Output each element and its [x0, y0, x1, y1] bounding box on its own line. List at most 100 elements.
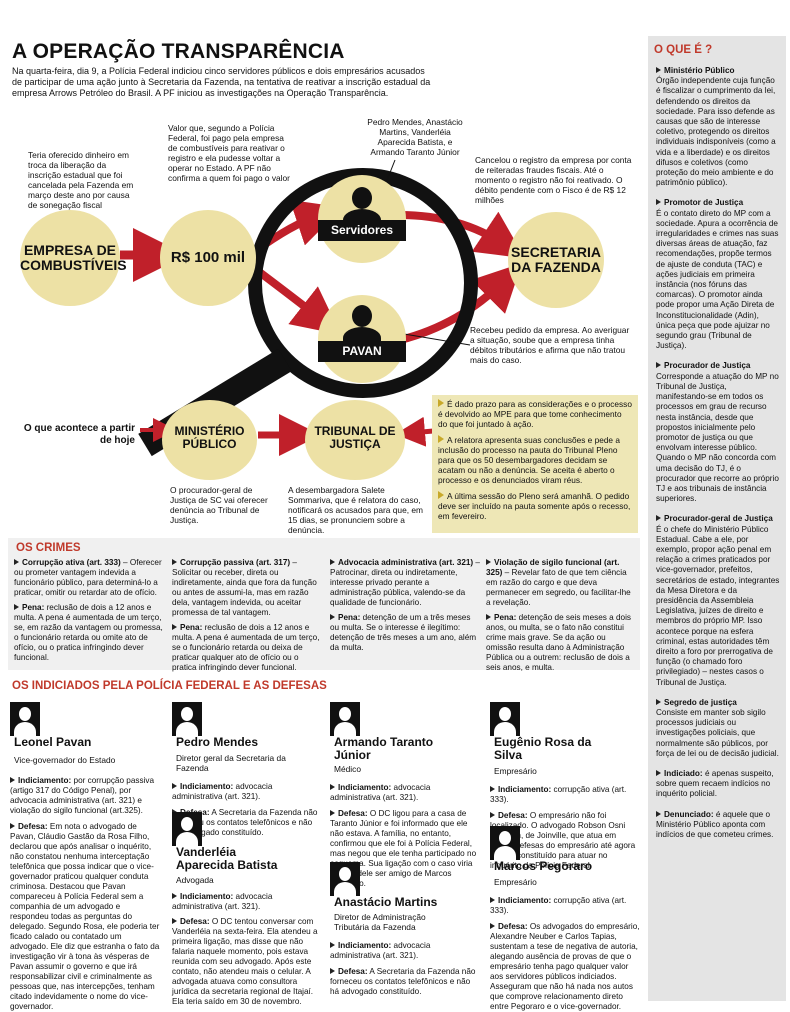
person-indictment: Indiciamento: por corrupção passiva (art…	[10, 776, 155, 815]
crime-column: Corrupção ativa (art. 333) – Oferecer ou…	[14, 558, 163, 662]
person-indictment: Indiciamento: advocacia administrativa (…	[330, 941, 431, 960]
bullet-icon	[172, 893, 177, 899]
person-role: Vice-governador do Estado	[14, 755, 116, 765]
mp-note: O procurador-geral de Justiça de SC vai …	[170, 485, 268, 525]
crime-column: Corrupção passiva (art. 317) – Solicitar…	[172, 558, 320, 672]
process-steps-box: É dado prazo para as considerações e o p…	[432, 395, 638, 533]
empresa-note: Teria oferecido dinheiro em troca da lib…	[28, 150, 134, 210]
person-defense: Defesa: A Secretaria da Fazenda não forn…	[330, 967, 476, 996]
person-card: Anastácio Martins Diretor de Administraç…	[330, 862, 480, 997]
person-avatar-icon	[172, 812, 202, 846]
secretaria-note: Cancelou o registro da empresa por conta…	[475, 155, 632, 205]
person-name: Marcos Pegoraro	[494, 859, 593, 873]
person-card: Armando Taranto Júnior Médico Indiciamen…	[330, 702, 480, 889]
circle-tj	[305, 400, 405, 480]
arrow-pavan-secretaria	[399, 263, 522, 344]
bullet-icon	[172, 783, 177, 789]
bullet-icon	[330, 810, 335, 816]
bullet-icon	[14, 604, 19, 610]
arrow-bullet-icon	[438, 435, 444, 443]
step-item: A última sessão do Pleno será amanhã. O …	[438, 491, 631, 521]
glossary-item: Indiciado: é apenas suspeito, sobre quem…	[656, 769, 774, 799]
tj-label: TRIBUNAL DE JUSTIÇA	[314, 424, 396, 451]
bullet-icon	[656, 770, 661, 776]
bullet-icon	[14, 559, 19, 565]
servidores-label: Servidores	[318, 220, 406, 241]
glossary-item: Denunciado: é aquele que o Ministério Pú…	[656, 809, 774, 840]
intro-text: Na quarta-feira, dia 9, a Polícia Federa…	[12, 66, 431, 98]
bullet-icon	[172, 918, 177, 924]
bullet-icon	[330, 968, 335, 974]
bullet-icon	[490, 812, 495, 818]
bullet-icon	[486, 614, 491, 620]
crimes-section: OS CRIMES Corrupção ativa (art. 333) – O…	[8, 538, 640, 672]
mp-label: MINISTÉRIO PÚBLICO	[174, 424, 245, 451]
secretaria-label: SECRETARIA DA FAZENDA	[511, 244, 601, 275]
tj-note: A desembargadora Salete Sommariva, que é…	[288, 485, 424, 535]
bullet-icon	[486, 559, 491, 565]
bullet-icon	[172, 559, 177, 565]
person-card: Leonel Pavan Vice-governador do Estado I…	[10, 702, 160, 1012]
person-avatar-icon	[172, 702, 202, 736]
bullet-icon	[330, 942, 335, 948]
crime-column: Violação de sigilo funcional (art. 325) …	[486, 558, 631, 672]
arrow-bullet-icon	[438, 491, 444, 499]
bullet-icon	[656, 199, 661, 206]
bullet-icon	[10, 823, 15, 829]
person-name: Leonel Pavan	[14, 735, 92, 749]
person-avatar-icon	[330, 702, 360, 736]
bullet-icon	[490, 786, 495, 792]
person-indictment: Indiciamento: corrupção ativa (art. 333)…	[490, 785, 627, 804]
person-indictment: Indiciamento: advocacia administrativa (…	[172, 782, 273, 801]
person-name: Eugênio Rosa da Silva	[494, 735, 592, 762]
person-defense: Defesa: O empresário não foi localizado.…	[490, 811, 636, 870]
bullet-icon	[10, 777, 15, 783]
indicted-title: OS INDICIADOS PELA POLÍCIA FEDERAL E AS …	[12, 680, 327, 692]
person-role: Empresário	[494, 766, 537, 776]
pavan-label: PAVAN	[318, 341, 406, 362]
step-item: A relatora apresenta suas conclusões e p…	[438, 435, 620, 485]
valor-label: R$ 100 mil	[170, 249, 246, 266]
circle-valor	[160, 210, 256, 306]
bullet-icon	[490, 923, 495, 929]
bullet-icon	[656, 362, 661, 369]
person-indictment: Indiciamento: advocacia administrativa (…	[330, 783, 431, 802]
person-name: Vanderléia Aparecida Batista	[176, 845, 278, 872]
person-defense: Defesa: O DC tentou conversar com Vander…	[172, 917, 318, 1006]
person-name: Armando Taranto Júnior	[334, 735, 434, 762]
bullet-icon	[172, 624, 177, 630]
person-avatar-icon	[10, 702, 40, 736]
person-role: Diretor de Administração Tributária da F…	[334, 912, 426, 932]
person-defense: Defesa: Em nota o advogado de Pavan, Clá…	[10, 822, 160, 1011]
sidebar-title: O QUE É ?	[654, 44, 713, 56]
servidores-note: Pedro Mendes, Anastácio Martins, Vanderl…	[367, 117, 463, 157]
bullet-icon	[330, 614, 335, 620]
bullet-icon	[490, 897, 495, 903]
person-avatar-icon	[490, 702, 520, 736]
person-indictment: Indiciamento: corrupção ativa (art. 333)…	[490, 896, 627, 915]
person-name: Pedro Mendes	[176, 735, 259, 749]
person-card: Marcos Pegoraro Empresário Indiciamento:…	[490, 826, 640, 1012]
person-card: Eugênio Rosa da Silva Empresário Indicia…	[490, 702, 640, 871]
circle-empresa	[20, 210, 120, 306]
person-role: Diretor geral da Secretaria da Fazenda	[176, 753, 286, 773]
next-steps-label: O que acontece a partir de hoje	[23, 423, 135, 446]
bullet-icon	[656, 67, 661, 73]
empresa-label: EMPRESA DE COMBUSTÍVEIS	[20, 242, 127, 273]
person-indictment: Indiciamento: advocacia administrativa (…	[172, 892, 273, 911]
person-role: Empresário	[494, 877, 537, 887]
person-defense: Defesa: Os advogados do empresário, Alex…	[490, 922, 640, 1011]
bullet-icon	[330, 784, 335, 790]
step-item: É dado prazo para as considerações e o p…	[438, 399, 632, 429]
bullet-icon	[656, 698, 661, 705]
bullet-icon	[656, 515, 661, 522]
crimes-title: OS CRIMES	[16, 542, 81, 554]
person-role: Médico	[334, 764, 361, 774]
valor-note: Valor que, segundo a Polícia Federal, fo…	[168, 123, 290, 183]
